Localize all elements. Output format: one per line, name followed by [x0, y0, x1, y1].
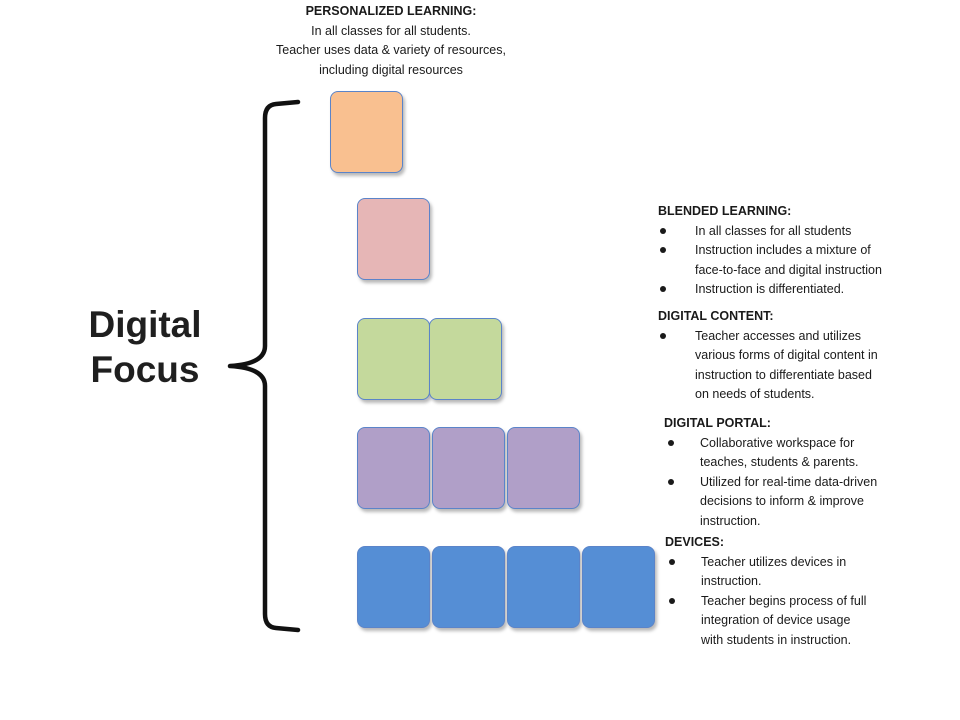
blended-learning-bullet: In all classes for all students: [658, 222, 882, 242]
block-portal-3: [507, 427, 580, 509]
digital-portal-bullet: Collaborative workspace for teaches, stu…: [664, 434, 877, 473]
block-content-1: [357, 318, 430, 400]
block-devices-3: [507, 546, 580, 628]
curly-brace: [227, 99, 301, 633]
block-devices-1: [357, 546, 430, 628]
digital-focus-line: Digital: [88, 304, 202, 345]
block-blended-1: [357, 198, 430, 280]
digital-content-heading: DIGITAL CONTENT:: [658, 309, 774, 323]
blended-learning-bullet: Instruction is differentiated.: [658, 280, 882, 300]
blended-learning-heading: BLENDED LEARNING:: [658, 204, 792, 218]
block-content-2: [429, 318, 502, 400]
personalized-learning-line: Teacher uses data & variety of resources…: [276, 43, 506, 57]
block-devices-4: [582, 546, 655, 628]
personalized-learning-line: In all classes for all students.: [311, 23, 471, 38]
digital-content-list: Teacher accesses and utilizes various fo…: [658, 327, 878, 405]
blended-learning-bullet: Instruction includes a mixture of face-t…: [658, 241, 882, 280]
devices-list: Teacher utilizes devices in instruction.…: [665, 553, 866, 651]
devices-heading: DEVICES:: [665, 535, 725, 549]
devices-bullet: Teacher utilizes devices in instruction.: [665, 553, 866, 592]
block-devices-2: [432, 546, 505, 628]
digital-focus-line: Focus: [90, 349, 200, 390]
digital-content-bullet: Teacher accesses and utilizes various fo…: [658, 327, 878, 405]
block-portal-1: [357, 427, 430, 509]
blended-learning-list: In all classes for all students Instruct…: [658, 222, 882, 300]
devices-text: DEVICES: Teacher utilizes devices in ins…: [665, 533, 866, 650]
digital-portal-bullet: Utilized for real-time data-driven decis…: [664, 473, 877, 532]
digital-portal-heading: DIGITAL PORTAL:: [664, 416, 771, 430]
block-personalized-1: [330, 91, 403, 173]
digital-content-text: DIGITAL CONTENT: Teacher accesses and ut…: [658, 307, 878, 405]
personalized-learning-line: including digital resources: [319, 62, 463, 77]
digital-portal-text: DIGITAL PORTAL: Collaborative workspace …: [664, 414, 877, 531]
block-portal-2: [432, 427, 505, 509]
digital-portal-list: Collaborative workspace for teaches, stu…: [664, 434, 877, 532]
devices-bullet: Teacher begins process of full integrati…: [665, 592, 866, 651]
digital-focus-label: Digital Focus: [60, 302, 230, 392]
blended-learning-text: BLENDED LEARNING: In all classes for all…: [658, 202, 882, 300]
personalized-learning-heading: PERSONALIZED LEARNING:: [305, 4, 477, 18]
personalized-learning-text: PERSONALIZED LEARNING: In all classes fo…: [0, 2, 782, 80]
